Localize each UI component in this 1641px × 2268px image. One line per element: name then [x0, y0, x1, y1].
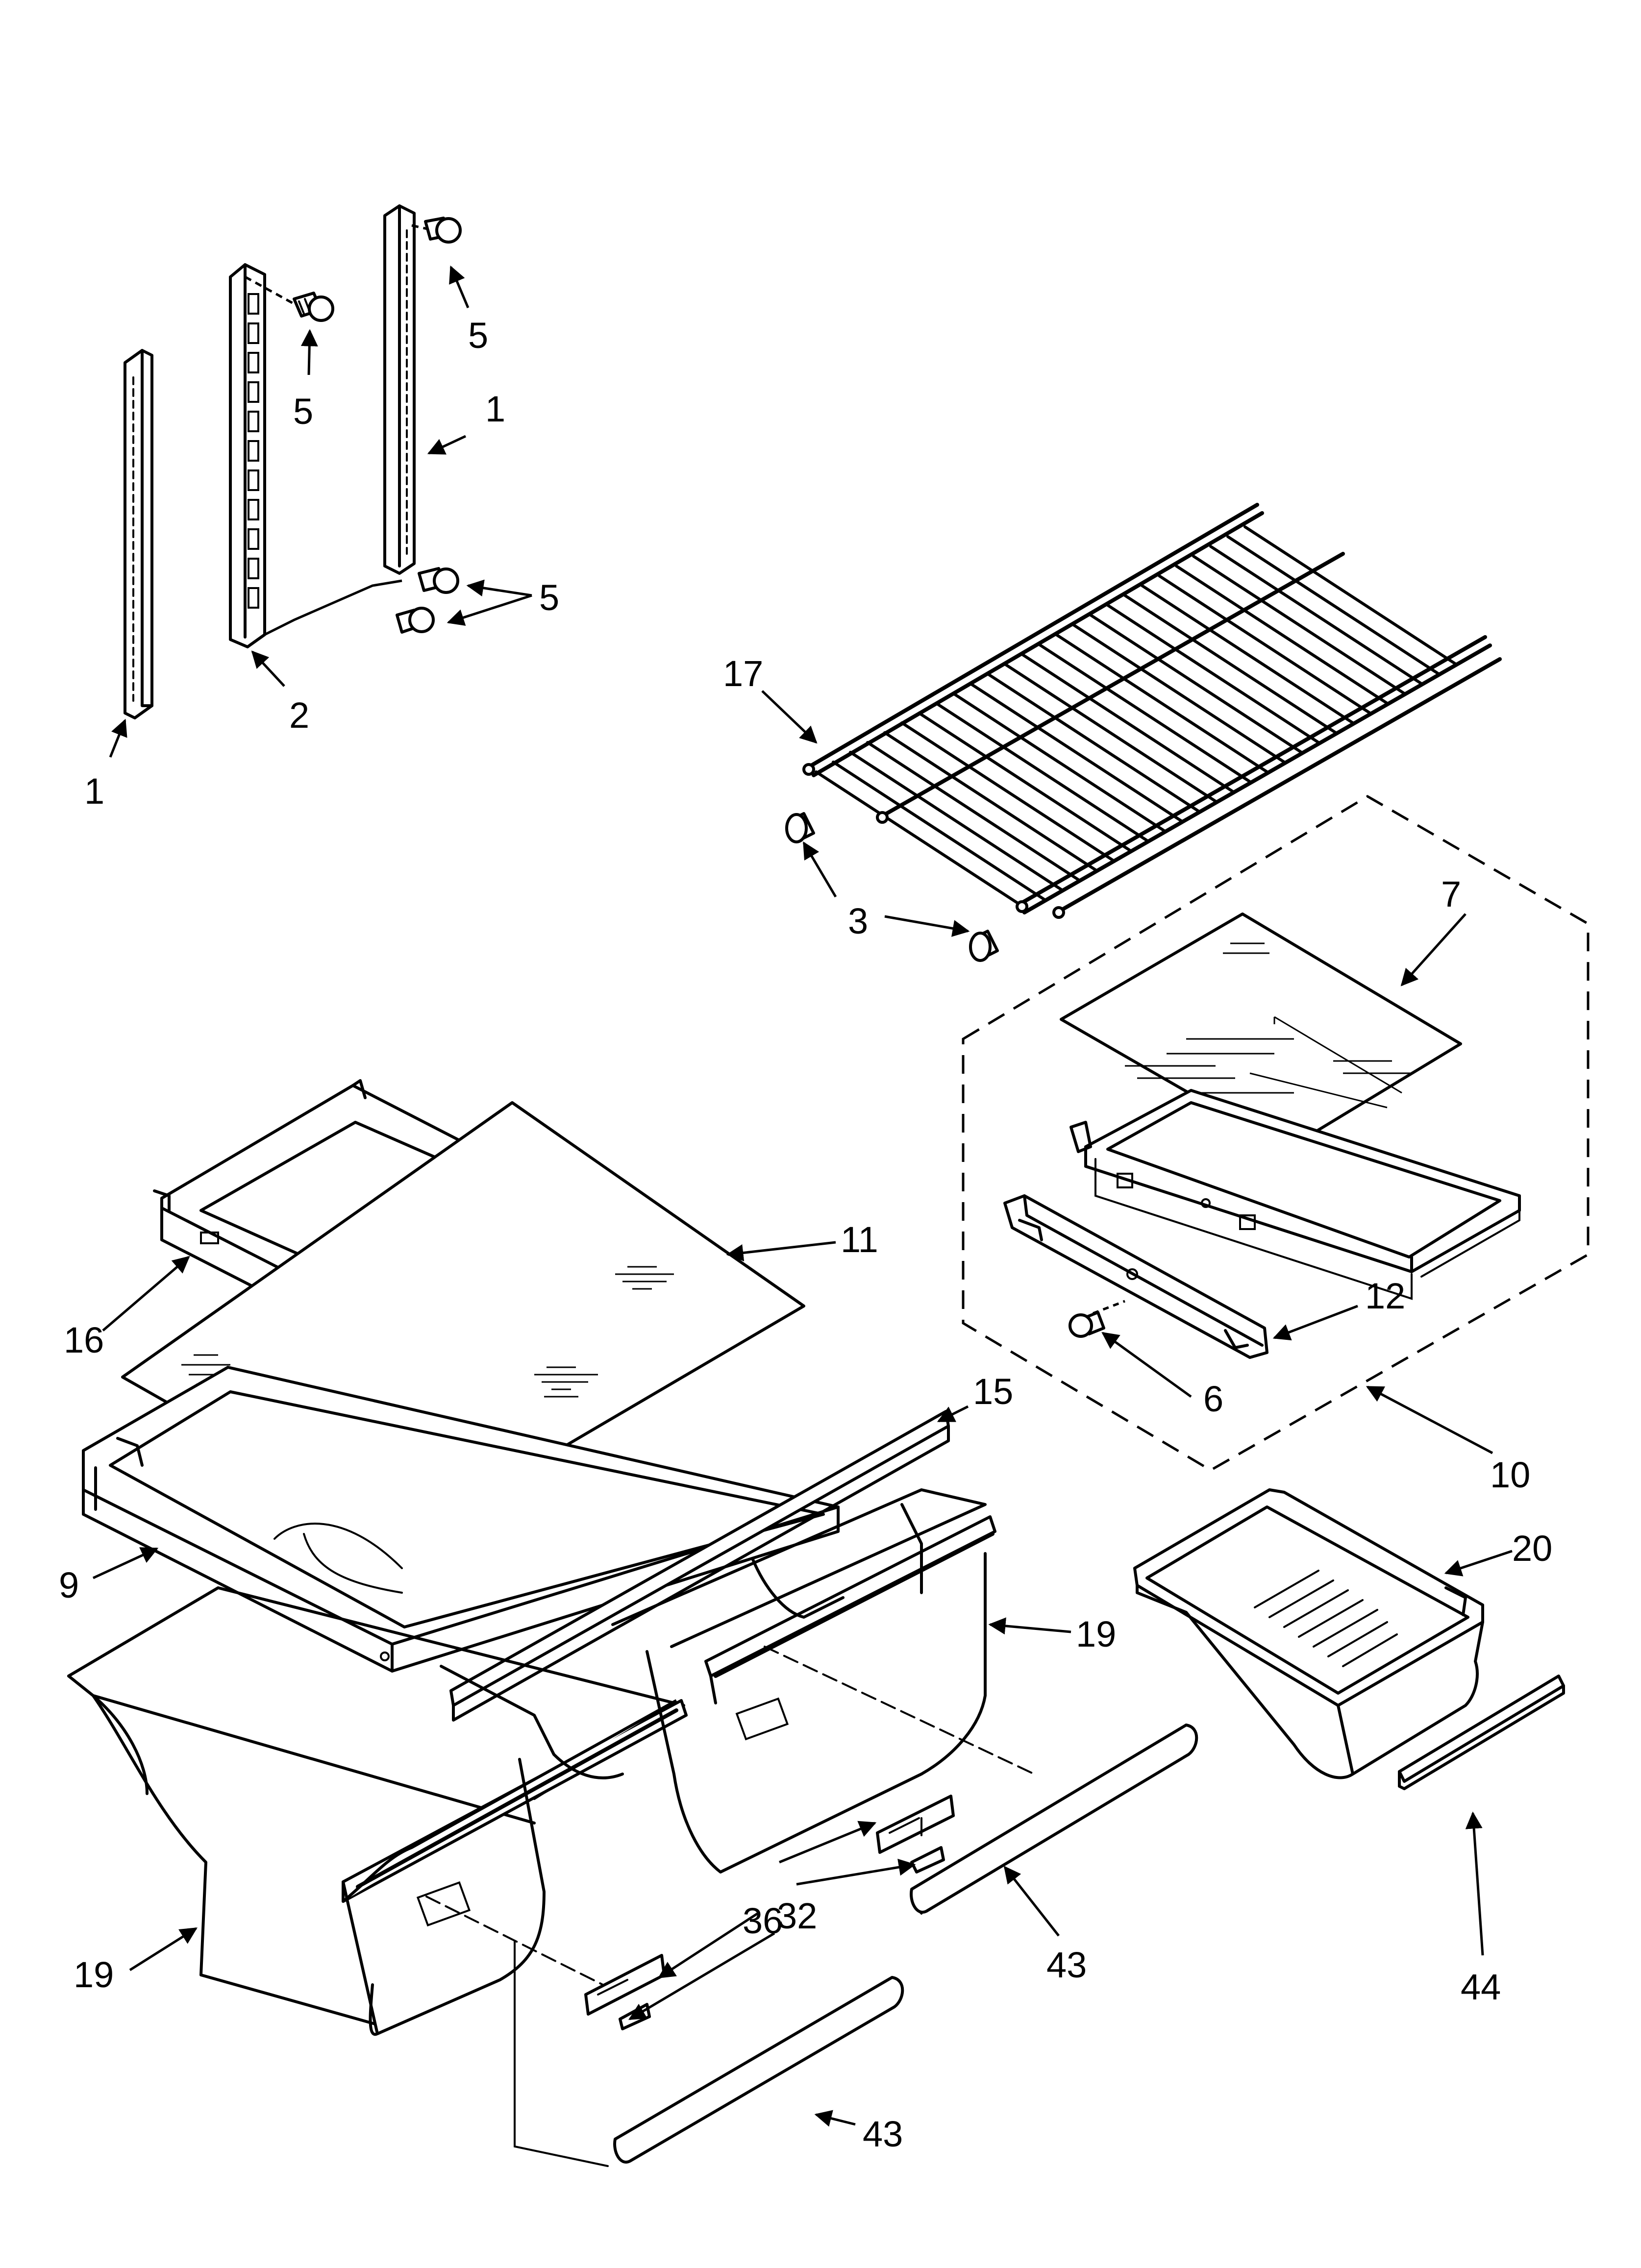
callout-32: 32	[777, 1896, 817, 1936]
callout-15: 15	[973, 1371, 1013, 1412]
callout-11: 11	[841, 1219, 878, 1260]
callout-44: 44	[1461, 1967, 1501, 2007]
callout-10: 10	[1490, 1454, 1530, 1495]
callout-16: 16	[64, 1320, 104, 1360]
crisper-drawer-right-part-19	[611, 1488, 996, 1874]
shelf-stud-icon	[785, 812, 815, 843]
callout-9: 9	[59, 1565, 79, 1605]
shelf-bracket-part-12	[1003, 1194, 1268, 1359]
callout-5: 5	[293, 391, 313, 432]
screw-icon	[1069, 1300, 1125, 1338]
callout-43: 43	[863, 2114, 903, 2154]
callout-36: 36	[743, 1900, 783, 1941]
rail-center-part-2	[229, 263, 402, 648]
drawer-trim-part-44	[1398, 1675, 1565, 1790]
screw-icon	[244, 275, 334, 322]
callout-1: 1	[84, 771, 104, 812]
wire-shelf-part-17	[802, 503, 1502, 919]
assembly-group-boundary	[962, 795, 1590, 1472]
drawer-trim-part-43b	[613, 1976, 904, 2164]
callout-6: 6	[1203, 1379, 1223, 1419]
callout-2: 2	[289, 695, 309, 736]
screw-icon	[411, 217, 462, 244]
callout-17: 17	[723, 653, 763, 694]
clip-part-36	[876, 1795, 955, 1854]
callout-20: 20	[1512, 1528, 1552, 1569]
callout-43: 43	[1046, 1945, 1087, 1985]
rail-left-part-1	[124, 349, 153, 719]
crisper-frame-part-9	[82, 1366, 840, 1673]
callout-labels: 1 5 5 1 5 2 17 3 7 12 6 10 11 16 15 9 19…	[59, 315, 1552, 2154]
callout-7: 7	[1441, 874, 1461, 914]
callout-5: 5	[468, 315, 488, 356]
divider-strip-part-15	[449, 1410, 950, 1722]
callout-1: 1	[485, 389, 505, 429]
callout-19: 19	[1076, 1614, 1116, 1654]
callout-3: 3	[848, 901, 868, 941]
callout-leaders	[92, 265, 1513, 2127]
drawer-trim-part-43	[910, 1724, 1198, 1915]
shelf-stud-icon	[969, 930, 999, 962]
screw-icon	[418, 567, 459, 594]
callout-5: 5	[539, 577, 559, 618]
screw-icon	[396, 607, 435, 634]
meat-drawer-part-20	[1133, 1488, 1484, 1779]
callout-19: 19	[74, 1954, 114, 1995]
callout-12: 12	[1365, 1276, 1405, 1316]
crisper-drawer-left-part-19	[67, 1586, 688, 2036]
shelf-frame	[1069, 1089, 1521, 1300]
rail-right-part-1	[383, 204, 416, 575]
